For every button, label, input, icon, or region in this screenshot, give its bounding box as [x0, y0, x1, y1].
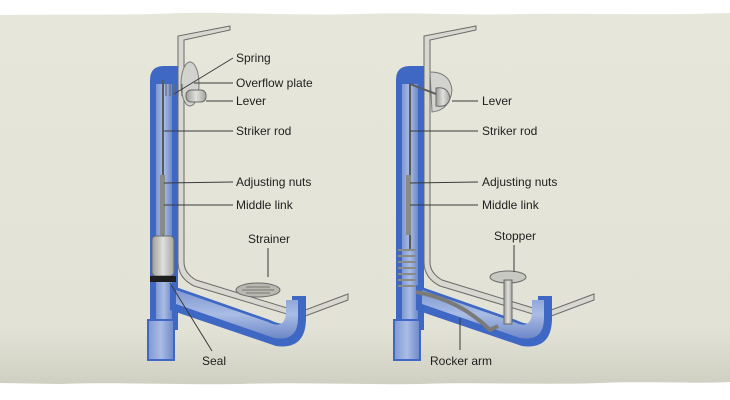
coil-spring [398, 249, 416, 287]
leader-seal [169, 282, 213, 352]
left-diagram [147, 25, 349, 361]
tub-wall [423, 25, 595, 319]
label-middle-link: Middle link [236, 198, 294, 212]
label-striker-rod: Striker rod [482, 124, 537, 138]
lever [185, 89, 207, 103]
paper-background [0, 12, 730, 385]
rocker-arm [415, 290, 499, 333]
label-lever: Lever [236, 94, 266, 108]
middle-link [160, 175, 165, 235]
label-stopper: Stopper [494, 229, 536, 243]
label-striker-rod: Striker rod [236, 124, 291, 138]
middle-link [406, 175, 411, 235]
label-rocker-arm: Rocker arm [430, 354, 492, 368]
spring [165, 84, 183, 96]
label-adjusting-nuts: Adjusting nuts [236, 175, 311, 189]
leader-adjusting-nuts [163, 181, 234, 184]
tailpiece [393, 319, 421, 361]
label-lever: Lever [482, 94, 512, 108]
label-strainer: Strainer [248, 232, 290, 246]
seal [150, 276, 176, 282]
lever [435, 87, 451, 107]
label-seal: Seal [202, 354, 226, 368]
label-adjusting-nuts: Adjusting nuts [482, 175, 557, 189]
right-diagram [393, 25, 595, 361]
leader-spring [173, 57, 234, 95]
drain-pipe-interior [176, 290, 298, 339]
leader-adjusting-nuts [409, 181, 479, 184]
label-middle-link: Middle link [482, 198, 540, 212]
label-overflow-plate: Overflow plate [236, 76, 313, 90]
tailpiece [147, 319, 175, 361]
label-spring: Spring [236, 51, 271, 65]
plunger [151, 235, 175, 277]
